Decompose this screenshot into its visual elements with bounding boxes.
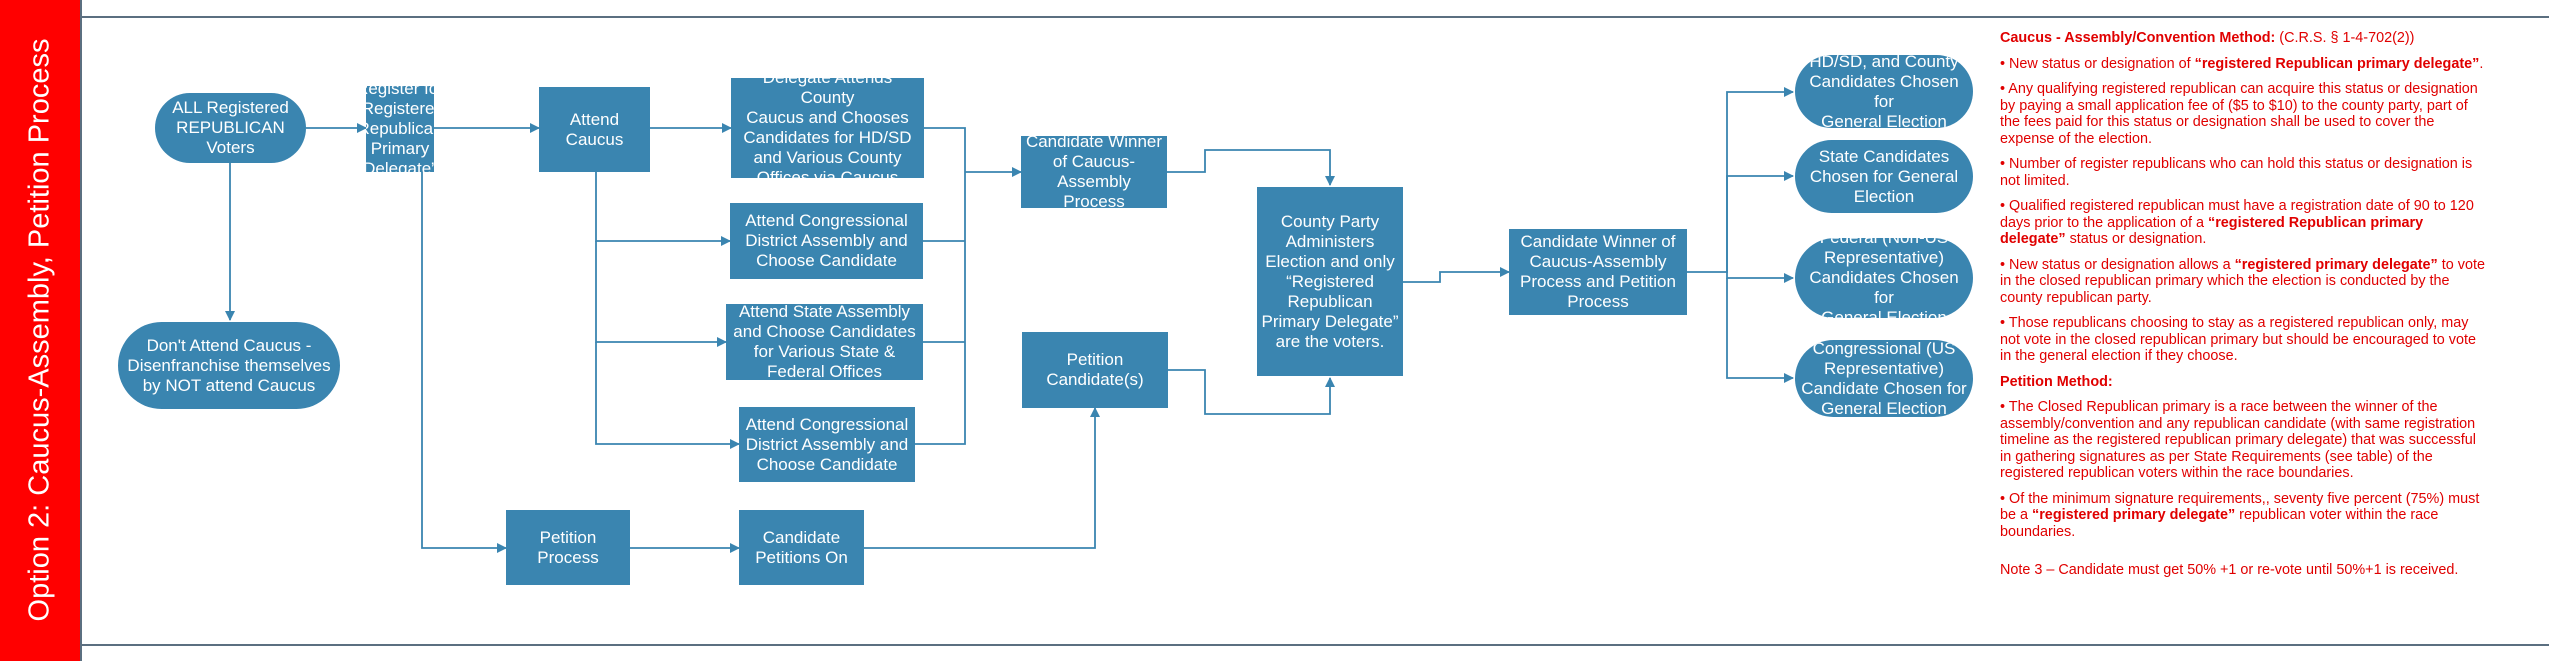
connector-delegate-county-to-bus bbox=[924, 127, 966, 172]
hdsd-county-candidates-node: HD/SD, and County Candidates Chosen for … bbox=[1795, 55, 1973, 128]
congressional-assembly-node-1: Attend Congressional District Assembly a… bbox=[730, 203, 923, 279]
connector-petitions-to-petition-candidates bbox=[864, 407, 1100, 549]
federal-candidates-node: Federal (Non-US Representative) Candidat… bbox=[1795, 238, 1973, 318]
connector-final-to-hdsd bbox=[1687, 87, 1794, 273]
connector-final-to-congressional bbox=[1726, 278, 1794, 383]
connector-caucus-to-state-assembly bbox=[595, 241, 727, 347]
register-delegate-node: Register for “Registered Republican Prim… bbox=[366, 86, 434, 172]
option-band: Option 2: Caucus-Assembly, Petition Proc… bbox=[0, 0, 82, 661]
note-bullet-4: • Qualified registered republican must h… bbox=[2000, 198, 2474, 247]
connector-congressional-2-to-bus bbox=[915, 172, 966, 445]
connector-final-to-state bbox=[1726, 171, 1794, 272]
county-party-election-node: County Party Administers Election and on… bbox=[1257, 187, 1403, 376]
connector-register-to-petition bbox=[421, 172, 507, 553]
connector-final-to-federal bbox=[1726, 272, 1794, 283]
bottom-rule bbox=[80, 644, 2549, 646]
attend-caucus-node: Attend Caucus bbox=[539, 87, 650, 172]
petition-bullet-1: • The Closed Republican primary is a rac… bbox=[2000, 399, 2476, 481]
note-3: Note 3 – Candidate must get 50% +1 or re… bbox=[2000, 562, 2459, 578]
connector-county-party-to-final-winner bbox=[1403, 267, 1510, 283]
petition-process-node: Petition Process bbox=[506, 510, 630, 585]
state-candidates-node: State Candidates Chosen for General Elec… bbox=[1795, 140, 1973, 213]
note-bullet-3: • Number of register republicans who can… bbox=[2000, 156, 2473, 189]
delegate-county-caucus-node: Delegate Attends County Caucus and Choos… bbox=[731, 78, 924, 178]
connector-caucus-winner-to-county-party bbox=[1167, 149, 1335, 186]
caucus-method-heading: Caucus - Assembly/Convention Method: (C.… bbox=[2000, 30, 2415, 46]
note-bullet-1: • New status or designation of “register… bbox=[2000, 55, 2484, 72]
connector-caucus-to-congressional-1 bbox=[595, 172, 731, 246]
congressional-assembly-node-2: Attend Congressional District Assembly a… bbox=[739, 407, 915, 482]
all-republican-voters-node: ALL Registered REPUBLICAN Voters bbox=[155, 93, 306, 163]
connector-caucus-to-congressional-2 bbox=[595, 342, 740, 449]
candidate-petitions-node: Candidate Petitions On bbox=[739, 510, 864, 585]
note-bullet-2: • Any qualifying registered republican c… bbox=[2000, 81, 2478, 147]
note-bullet-6: • Those republicans choosing to stay as … bbox=[2000, 315, 2476, 364]
caucus-winner-node: Candidate Winner of Caucus- Assembly Pro… bbox=[1021, 136, 1167, 208]
petition-candidates-node: Petition Candidate(s) bbox=[1022, 332, 1168, 408]
note-bullet-5: • New status or designation allows a “re… bbox=[2000, 256, 2485, 306]
congressional-candidate-node: Congressional (US Representative) Candid… bbox=[1795, 340, 1973, 417]
petition-bullet-2: • Of the minimum signature requirements,… bbox=[2000, 490, 2480, 540]
final-candidate-winner-node: Candidate Winner of Caucus-Assembly Proc… bbox=[1509, 229, 1687, 315]
petition-method-heading: Petition Method: bbox=[2000, 373, 2113, 390]
top-rule bbox=[80, 16, 2549, 18]
state-assembly-node: Attend State Assembly and Choose Candida… bbox=[726, 304, 923, 380]
connector-petition-candidates-to-county-party bbox=[1168, 369, 1335, 415]
dont-attend-caucus-node: Don't Attend Caucus - Disenfranchise the… bbox=[118, 322, 340, 409]
method-notes: Caucus - Assembly/Convention Method: (C.… bbox=[2000, 30, 2490, 588]
